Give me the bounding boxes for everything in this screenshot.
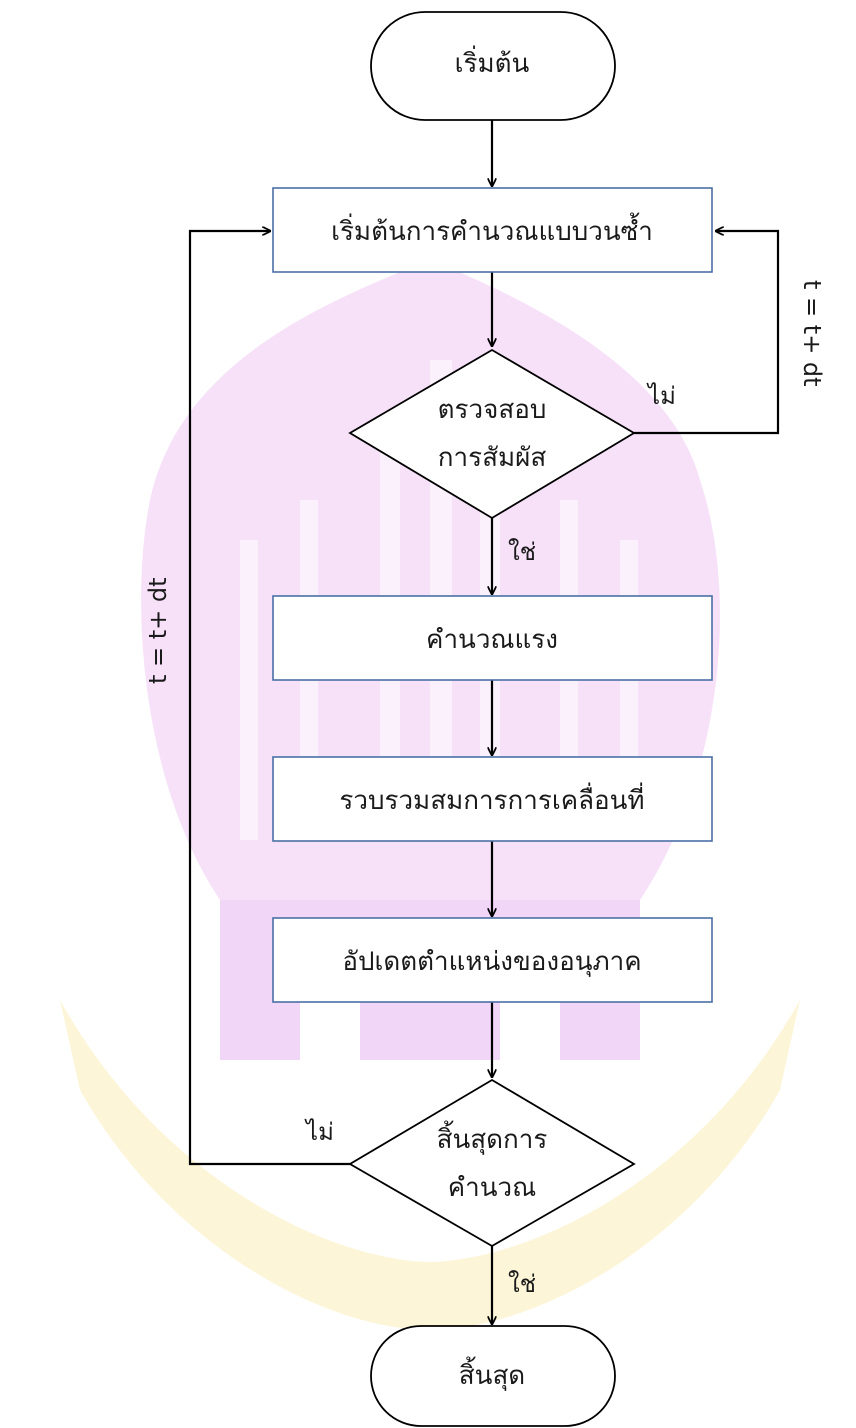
contact-check-label-line1: ตรวจสอบ [438, 395, 547, 425]
start-label: เริ่มต้น [455, 45, 530, 79]
assemble-equations-label: รวบรวมสมการการเคลื่อนที่ [339, 782, 644, 816]
end-no-label: ไม่ [304, 1118, 334, 1146]
start-terminator: เริ่มต้น [370, 11, 616, 121]
end-terminator: สิ้นสุด [370, 1325, 616, 1427]
end-check-label-line1: สิ้นสุดการ [437, 1120, 548, 1155]
end-check-label-line2: คำนวณ [448, 1173, 537, 1203]
contact-check-label-line2: การสัมผัส [438, 443, 547, 473]
end-check-decision: สิ้นสุดการ คำนวณ [348, 1078, 636, 1248]
update-positions-process: อัปเดตตำแหน่งของอนุภาค [272, 917, 713, 1003]
end-label: สิ้นสุด [459, 1356, 525, 1391]
edge-endcheck-no-loop [188, 231, 350, 1166]
time-step-left-label: t = t+ dt [144, 577, 172, 684]
contact-no-label: ไม่ [646, 382, 676, 410]
end-yes-label: ใช่ [508, 1270, 536, 1298]
time-step-right-label: t = t+ dt [798, 280, 826, 387]
init-loop-label: เริ่มต้นการคำนวณแบบวนซ้ำ [331, 212, 653, 247]
compute-force-label: คำนวณแรง [426, 625, 558, 655]
init-loop-process: เริ่มต้นการคำนวณแบบวนซ้ำ [272, 187, 713, 273]
compute-force-process: คำนวณแรง [272, 595, 713, 681]
contact-yes-label: ใช่ [508, 538, 536, 566]
connectors [188, 120, 780, 1324]
edge-check-no-loop [634, 231, 780, 435]
emblem-ribbon-icon [60, 1000, 800, 1330]
update-positions-label: อัปเดตตำแหน่งของอนุภาค [342, 947, 641, 977]
contact-check-decision: ตรวจสอบ การสัมผัส [348, 348, 636, 520]
assemble-equations-process: รวบรวมสมการการเคลื่อนที่ [272, 756, 713, 842]
